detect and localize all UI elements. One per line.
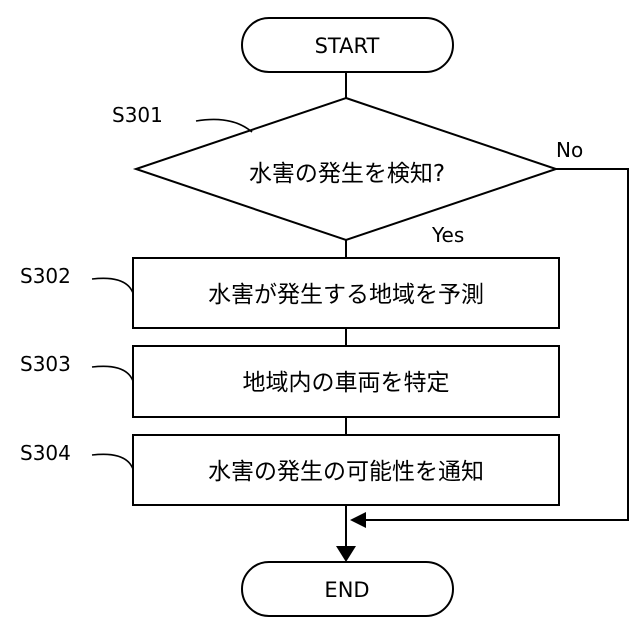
leader-s301 bbox=[196, 119, 252, 132]
arrowhead-down-icon bbox=[336, 546, 356, 562]
branch-label-no: No bbox=[556, 138, 583, 162]
decision-s301-text: 水害の発生を検知? bbox=[249, 161, 445, 187]
process-s302-text: 水害が発生する地域を予測 bbox=[208, 282, 484, 308]
process-s303-text: 地域内の車両を特定 bbox=[243, 370, 450, 396]
leader-s304 bbox=[92, 454, 133, 469]
step-id-s301: S301 bbox=[112, 103, 163, 127]
start-label: START bbox=[315, 34, 380, 58]
leader-s302 bbox=[92, 278, 133, 293]
process-s304-text: 水害の発生の可能性を通知 bbox=[208, 459, 484, 485]
leader-s303 bbox=[92, 366, 133, 381]
arrowhead-left-icon bbox=[350, 512, 366, 528]
step-id-s304: S304 bbox=[20, 441, 71, 465]
end-label: END bbox=[324, 578, 369, 602]
step-id-s303: S303 bbox=[20, 352, 71, 376]
branch-label-yes: Yes bbox=[431, 223, 464, 247]
step-id-s302: S302 bbox=[20, 264, 71, 288]
